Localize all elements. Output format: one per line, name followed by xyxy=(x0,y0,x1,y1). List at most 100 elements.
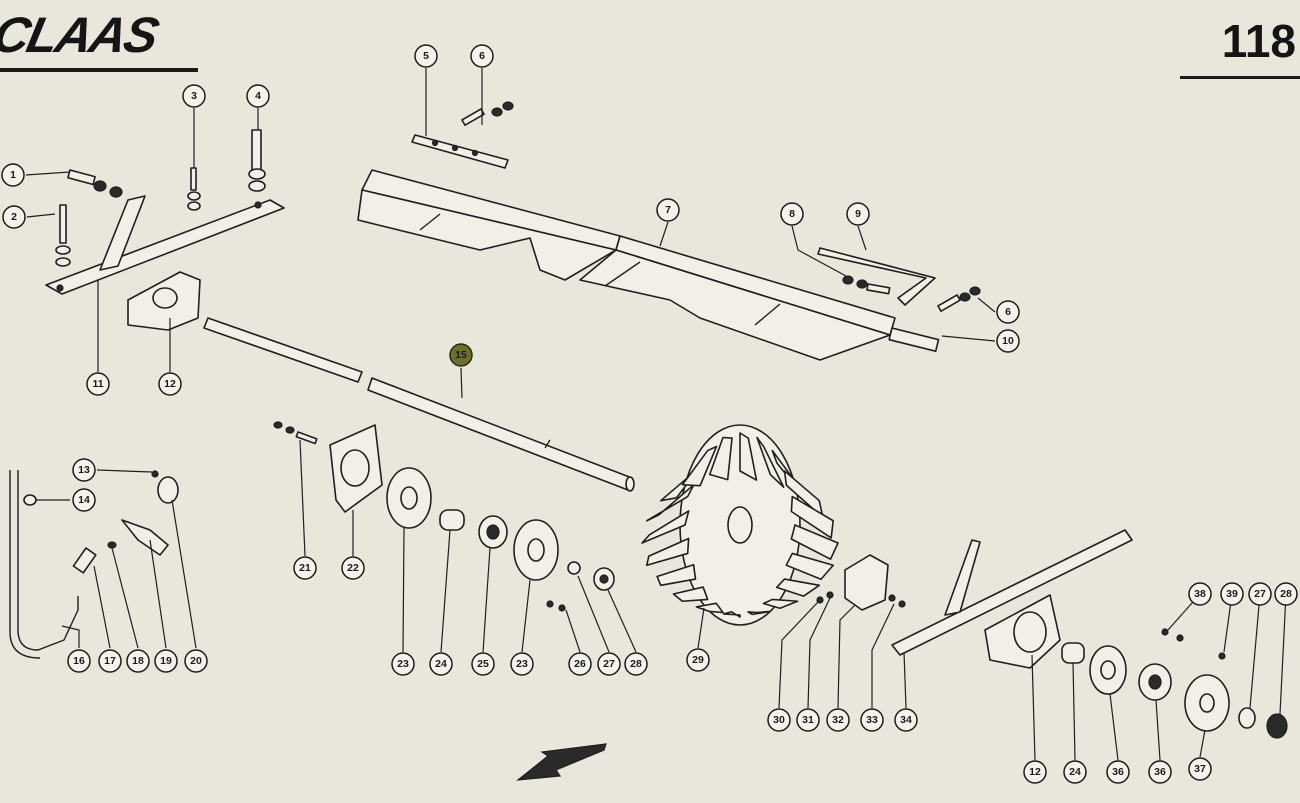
fan-rotor xyxy=(641,424,839,626)
fan-blade xyxy=(756,436,785,488)
callout-30: 30 xyxy=(767,708,791,732)
top-strip-plate xyxy=(411,101,514,169)
fan-blade xyxy=(672,586,709,603)
callout-number: 23 xyxy=(516,658,528,670)
callout-number: 30 xyxy=(773,714,785,726)
fan-blade xyxy=(775,578,821,597)
callout-12: 12 xyxy=(158,372,182,396)
page-number: 118 xyxy=(1221,15,1296,67)
callout-21: 21 xyxy=(293,556,317,580)
callout-number: 12 xyxy=(164,378,176,390)
callout-number: 1 xyxy=(10,169,16,181)
callout-27: 27 xyxy=(1248,582,1272,606)
drive-shaft xyxy=(203,317,635,492)
callout-number: 27 xyxy=(603,658,615,670)
callout-number: 38 xyxy=(1194,588,1206,600)
callout-number: 32 xyxy=(832,714,844,726)
callout-17: 17 xyxy=(98,649,122,673)
callout-32: 32 xyxy=(826,708,850,732)
callout-number: 7 xyxy=(665,204,671,216)
callout-39: 39 xyxy=(1220,582,1244,606)
bearing-housing-parts xyxy=(273,421,615,612)
callout-number: 39 xyxy=(1226,588,1238,600)
callout-number: 8 xyxy=(789,208,795,220)
callout-29: 29 xyxy=(686,648,710,672)
callout-36: 36 xyxy=(1148,760,1172,784)
fan-blade xyxy=(695,602,724,614)
callout-number: 11 xyxy=(92,378,103,390)
callout-26: 26 xyxy=(568,652,592,676)
callout-1: 1 xyxy=(1,163,25,187)
callout-number: 37 xyxy=(1194,763,1206,775)
callout-12: 12 xyxy=(1023,760,1047,784)
right-top-bracket xyxy=(817,247,981,312)
callout-number: 6 xyxy=(479,50,485,62)
arrow-down-left-icon xyxy=(516,743,607,781)
callout-number: 13 xyxy=(78,464,90,476)
callout-14: 14 xyxy=(72,488,96,512)
callout-number: 5 xyxy=(423,50,429,62)
header-rule-left xyxy=(0,68,198,72)
callout-5: 5 xyxy=(414,44,438,68)
callout-number: 34 xyxy=(900,714,912,726)
fan-blade xyxy=(790,524,839,560)
callout-7: 7 xyxy=(656,198,680,222)
callout-number: 14 xyxy=(78,494,90,506)
header-rule-right xyxy=(1180,76,1300,79)
callout-36: 36 xyxy=(1106,760,1130,784)
fan-blade xyxy=(641,510,690,544)
callout-20: 20 xyxy=(184,649,208,673)
callout-number: 25 xyxy=(477,658,489,670)
callout-34: 34 xyxy=(894,708,918,732)
fan-blade xyxy=(790,495,835,539)
callout-13: 13 xyxy=(72,458,96,482)
callout-28: 28 xyxy=(624,652,648,676)
callout-23: 23 xyxy=(391,652,415,676)
fan-blade xyxy=(762,598,799,610)
callout-number: 36 xyxy=(1154,766,1166,778)
right-lower-assembly xyxy=(816,529,1288,739)
callout-37: 37 xyxy=(1188,757,1212,781)
fan-blade xyxy=(645,537,690,567)
callout-number: 22 xyxy=(347,562,359,574)
callout-number: 26 xyxy=(574,658,586,670)
callout-number: 12 xyxy=(1029,766,1041,778)
callout-number: 33 xyxy=(866,714,878,726)
callout-15: 15 xyxy=(449,343,473,367)
callout-number: 17 xyxy=(104,655,116,667)
callout-25: 25 xyxy=(471,652,495,676)
callout-8: 8 xyxy=(780,202,804,226)
callout-6: 6 xyxy=(996,300,1020,324)
left-bracket-assembly xyxy=(45,129,285,331)
callout-number: 31 xyxy=(802,714,814,726)
callout-27: 27 xyxy=(597,652,621,676)
callout-number: 15 xyxy=(455,349,467,361)
callout-number: 10 xyxy=(1002,335,1014,347)
callout-16: 16 xyxy=(67,649,91,673)
callout-number: 28 xyxy=(1280,588,1292,600)
callout-number: 27 xyxy=(1254,588,1266,600)
callout-number: 28 xyxy=(630,658,642,670)
callout-11: 11 xyxy=(86,372,110,396)
callout-9: 9 xyxy=(846,202,870,226)
callout-19: 19 xyxy=(154,649,178,673)
callout-10: 10 xyxy=(996,329,1020,353)
callout-33: 33 xyxy=(860,708,884,732)
callout-6: 6 xyxy=(470,44,494,68)
fan-blade xyxy=(739,432,758,481)
fan-blade xyxy=(747,610,772,616)
callout-number: 2 xyxy=(11,211,17,223)
callout-number: 16 xyxy=(73,655,85,667)
callout-number: 3 xyxy=(191,90,197,102)
trough-channel xyxy=(357,169,940,361)
fan-blade xyxy=(785,552,835,581)
callout-23: 23 xyxy=(510,652,534,676)
callout-number: 19 xyxy=(160,655,172,667)
callout-4: 4 xyxy=(246,84,270,108)
callout-number: 21 xyxy=(299,562,311,574)
callout-31: 31 xyxy=(796,708,820,732)
callout-2: 2 xyxy=(2,205,26,229)
callout-number: 36 xyxy=(1112,766,1124,778)
